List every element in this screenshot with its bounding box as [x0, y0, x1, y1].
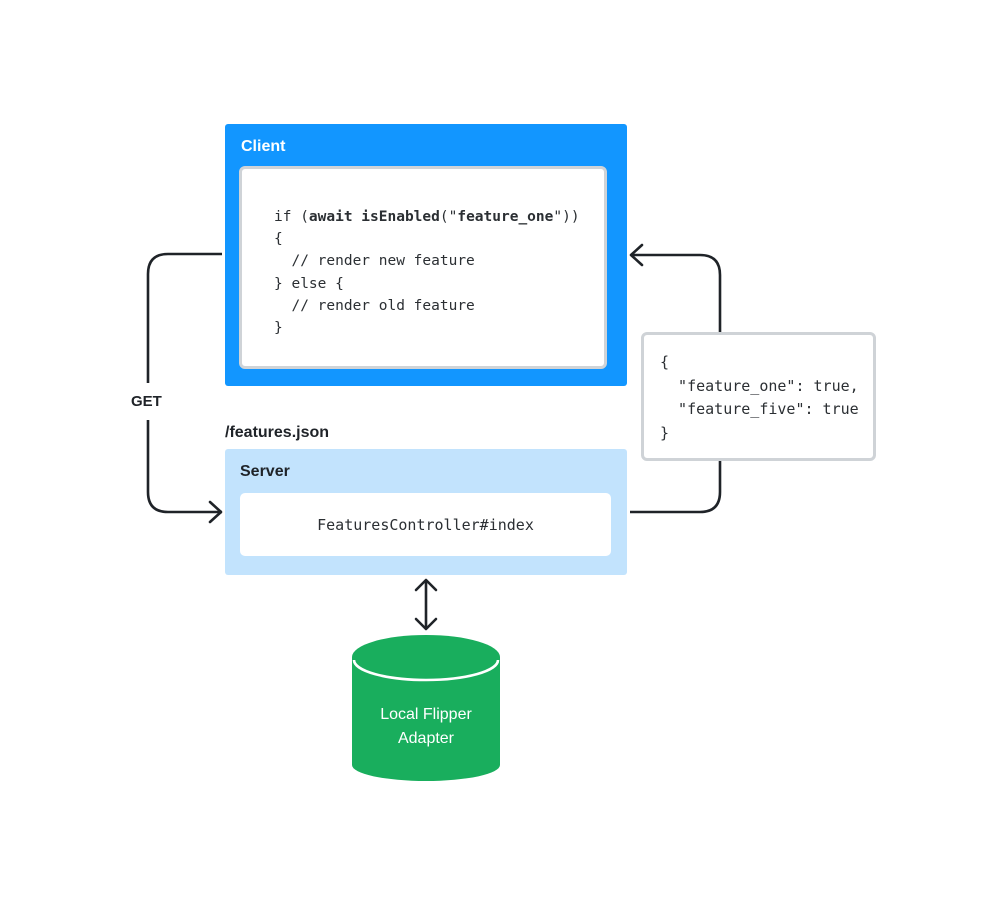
- database-label-line2: Adapter: [397, 730, 455, 747]
- arrowhead-up-icon: [414, 578, 438, 592]
- json-line: {: [660, 353, 670, 371]
- json-line: "feature_one": true,: [660, 376, 859, 395]
- code-token: feature_one: [457, 209, 554, 225]
- code-line: // render old feature: [274, 295, 580, 317]
- response-connector-upper: [632, 253, 722, 332]
- code-line: // render new feature: [274, 250, 580, 272]
- database-label-line1: Local Flipper: [380, 706, 472, 723]
- code-token: if (: [274, 209, 309, 225]
- code-line: if (await isEnabled("feature_one")): [274, 206, 580, 228]
- arrowhead-to-client-icon: [629, 243, 644, 267]
- code-token: // render new feature: [274, 253, 475, 270]
- json-line: }: [660, 423, 670, 442]
- controller-panel: FeaturesController#index: [240, 493, 611, 556]
- arrowhead-to-server-icon: [208, 500, 223, 524]
- client-title: Client: [241, 138, 286, 155]
- database-cylinder-icon: [352, 635, 500, 781]
- json-response-code: { "feature_one": true, "feature_five": t…: [660, 351, 859, 445]
- endpoint-label: /features.json: [225, 424, 330, 441]
- arrowhead-down-icon: [414, 617, 438, 631]
- get-request-connector: [146, 252, 222, 514]
- code-token: ")): [553, 209, 580, 225]
- response-connector-lower: [630, 461, 722, 514]
- code-token: }: [274, 319, 283, 336]
- client-code-panel: if (await isEnabled("feature_one")) { // …: [239, 166, 607, 369]
- code-token: {: [274, 231, 283, 248]
- client-code-block: if (await isEnabled("feature_one")) { // …: [274, 206, 580, 339]
- server-box: Server FeaturesController#index: [225, 449, 627, 575]
- code-line: {: [274, 228, 580, 250]
- json-line: "feature_five": true: [660, 400, 859, 418]
- code-token: await isEnabled: [308, 209, 440, 225]
- code-token: } else {: [274, 275, 344, 292]
- code-token: // render old feature: [274, 297, 475, 314]
- code-line: }: [274, 317, 580, 339]
- client-box: Client if (await isEnabled("feature_one"…: [225, 124, 627, 386]
- json-response-box: { "feature_one": true, "feature_five": t…: [641, 332, 876, 461]
- controller-label: FeaturesController#index: [317, 515, 534, 534]
- server-title: Server: [240, 463, 290, 480]
- get-request-label: GET: [131, 393, 162, 410]
- code-token: (": [439, 209, 458, 225]
- database-label: Local Flipper Adapter: [352, 703, 500, 751]
- code-line: } else {: [274, 273, 580, 295]
